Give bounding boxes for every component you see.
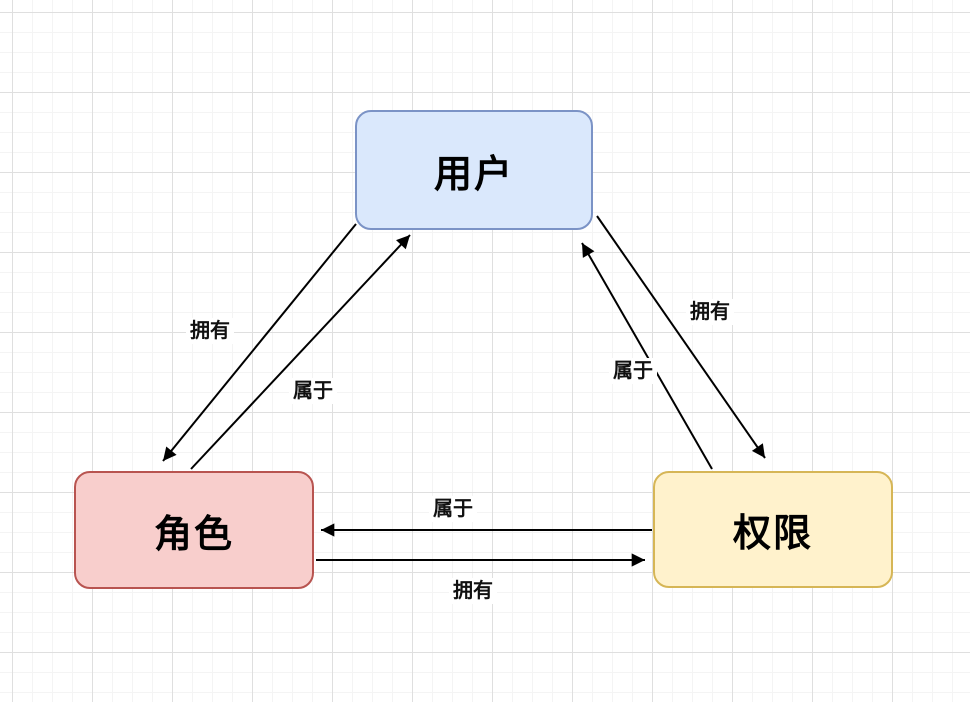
edge-user-to-role-arrow[interactable] (162, 223, 357, 462)
node-permission[interactable]: 权限 (653, 471, 893, 588)
node-permission-label: 权限 (732, 513, 813, 555)
edge-permission-to-user-arrow[interactable] (581, 242, 713, 470)
node-role-label: 角色 (153, 513, 234, 556)
node-user-label: 用户 (433, 153, 514, 196)
edge-label-role-to-permission[interactable]: 拥有 (449, 578, 497, 604)
edge-label-role-to-user[interactable]: 属于 (289, 378, 337, 404)
node-role[interactable]: 角色 (74, 471, 314, 589)
edge-label-user-to-role[interactable]: 拥有 (186, 318, 234, 344)
edge-user-to-permission-arrow[interactable] (596, 215, 766, 459)
edge-label-user-to-permission[interactable]: 拥有 (686, 299, 734, 325)
edge-role-to-user-arrow[interactable] (190, 234, 411, 470)
edge-label-permission-to-user[interactable]: 属于 (609, 358, 657, 384)
edge-label-permission-to-role[interactable]: 属于 (429, 496, 477, 522)
node-user[interactable]: 用户 (355, 110, 593, 230)
